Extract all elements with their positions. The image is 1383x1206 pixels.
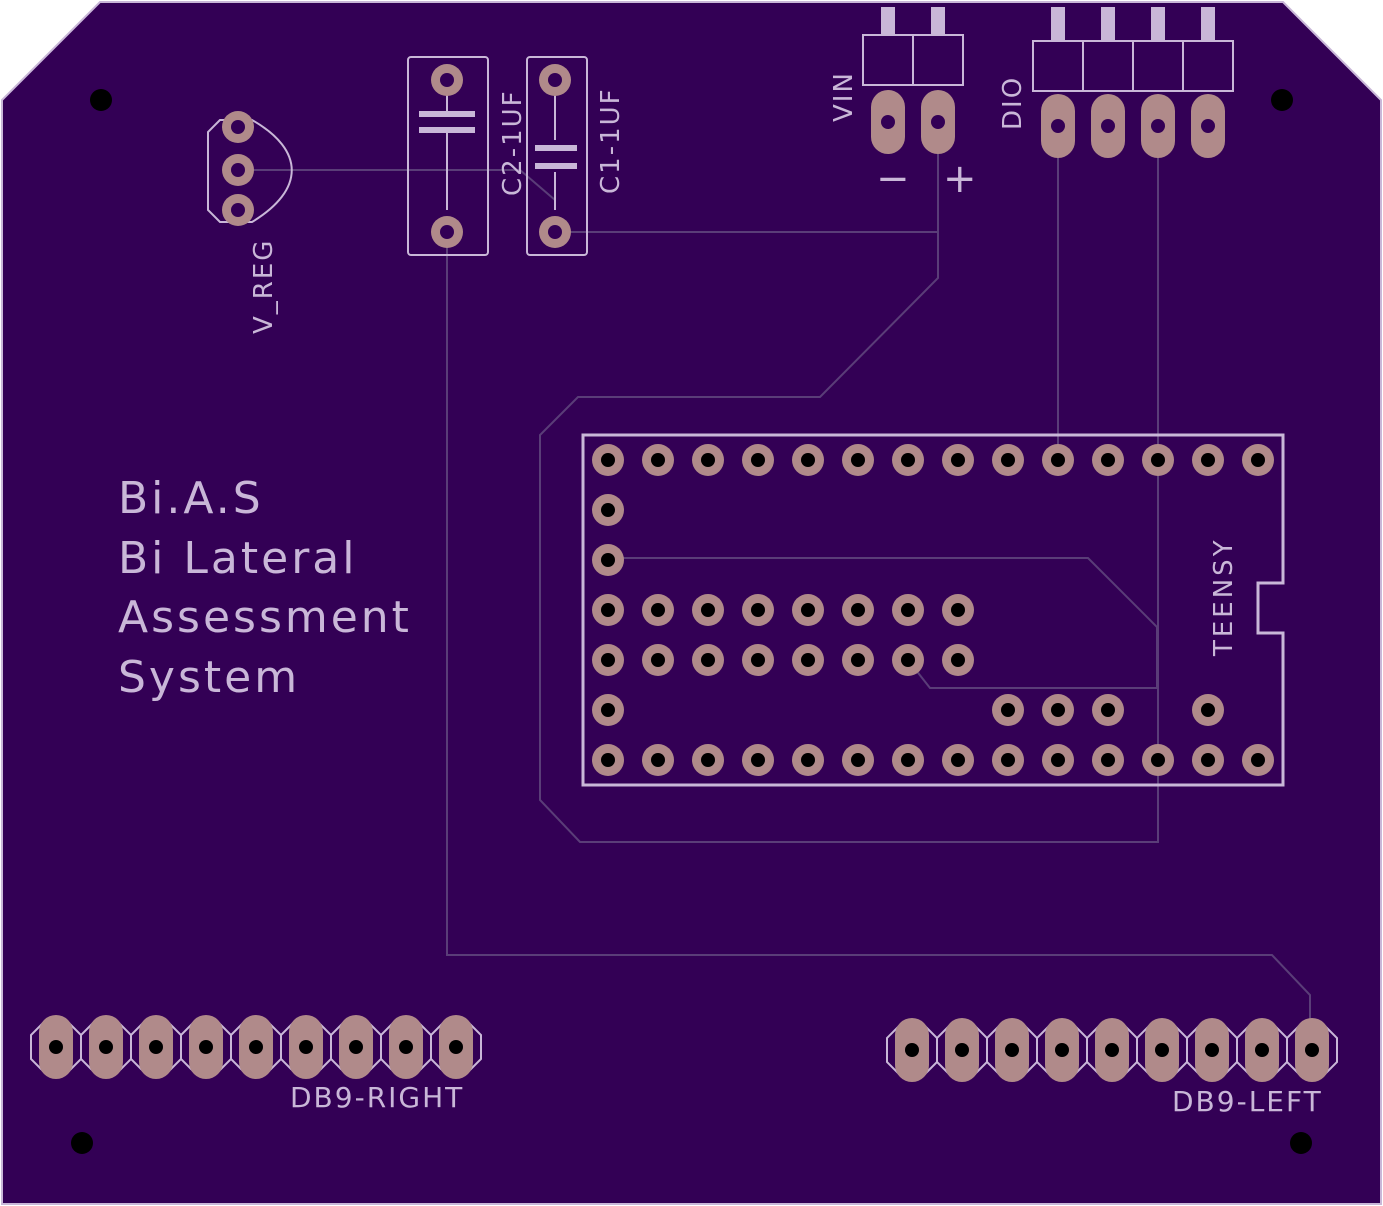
db9-pin (330, 1015, 382, 1079)
db9-pin (130, 1015, 182, 1079)
teensy-pad (1042, 694, 1074, 726)
db9-pin (1186, 1018, 1238, 1082)
title-line-2: Bi Lateral (118, 533, 357, 584)
teensy-footprint (581, 433, 1285, 787)
teensy-pad (842, 644, 874, 676)
db9-pin (1036, 1018, 1088, 1082)
teensy-pad (792, 594, 824, 626)
vin-plus-label: + (943, 156, 977, 202)
title-line-3: Assessment (118, 592, 412, 643)
teensy-pad (842, 594, 874, 626)
teensy-pad (592, 594, 624, 626)
db9-pin (936, 1018, 988, 1082)
teensy-pad (642, 644, 674, 676)
teensy-pad (1042, 744, 1074, 776)
c2-label: C2-1UF (498, 89, 528, 196)
teensy-pad (892, 594, 924, 626)
teensy-pad (692, 594, 724, 626)
board-title: Bi.A.S Bi Lateral Assessment System (118, 473, 412, 703)
teensy-pad (592, 644, 624, 676)
teensy-pad (592, 444, 624, 476)
teensy-pad (692, 444, 724, 476)
db9-left-label: DB9-LEFT (1172, 1085, 1323, 1118)
teensy-pad (592, 694, 624, 726)
teensy-pad (642, 744, 674, 776)
teensy-pad (792, 644, 824, 676)
title-line-4: System (118, 652, 300, 703)
db9-pin (886, 1018, 938, 1082)
db9-right-label: DB9-RIGHT (290, 1081, 464, 1114)
teensy-pad (1092, 744, 1124, 776)
teensy-pad (592, 494, 624, 526)
dio-label: DIO (998, 76, 1028, 130)
teensy-pad (1092, 444, 1124, 476)
db9-pin (1236, 1018, 1288, 1082)
voltage-regulator (207, 111, 293, 226)
teensy-pad (1042, 444, 1074, 476)
teensy-pad (742, 444, 774, 476)
teensy-pad (1192, 744, 1224, 776)
teensy-pad (892, 444, 924, 476)
teensy-pad (792, 744, 824, 776)
db9-pin (1136, 1018, 1188, 1082)
teensy-pad (1192, 444, 1224, 476)
teensy-pad (742, 594, 774, 626)
teensy-pad (842, 744, 874, 776)
db9-pin (230, 1015, 282, 1079)
teensy-label: TEENSY (1209, 537, 1239, 657)
title-line-1: Bi.A.S (118, 473, 264, 524)
teensy-pad (1192, 694, 1224, 726)
capacitor-c1 (526, 56, 588, 256)
db9-pin (280, 1015, 332, 1079)
v-reg-label: V_REG (249, 239, 279, 334)
db9-pin (430, 1015, 482, 1079)
db9-left-connector (886, 1018, 1338, 1082)
teensy-pads (592, 444, 1274, 776)
teensy-pad (942, 744, 974, 776)
teensy-pad (592, 744, 624, 776)
traces (238, 125, 1311, 1050)
teensy-pad (642, 594, 674, 626)
db9-pin (986, 1018, 1038, 1082)
teensy-pad (1242, 444, 1274, 476)
db9-pin (380, 1015, 432, 1079)
db9-pin (1286, 1018, 1338, 1082)
teensy-pad (792, 444, 824, 476)
mounting-holes (71, 89, 1312, 1154)
c1-label: C1-1UF (596, 87, 626, 194)
teensy-pad (992, 694, 1024, 726)
vin-header (862, 7, 964, 154)
teensy-pad (942, 644, 974, 676)
teensy-pad (592, 544, 624, 576)
db9-pin (80, 1015, 132, 1079)
db9-pin (1086, 1018, 1138, 1082)
teensy-pad (992, 744, 1024, 776)
teensy-pad (1242, 744, 1274, 776)
teensy-pad (842, 444, 874, 476)
teensy-pad (1142, 744, 1174, 776)
db9-pin (30, 1015, 82, 1079)
teensy-pad (1092, 694, 1124, 726)
teensy-pad (692, 644, 724, 676)
teensy-pad (992, 444, 1024, 476)
teensy-pad (942, 444, 974, 476)
vin-label: VIN (829, 71, 859, 122)
capacitor-c2 (407, 56, 489, 256)
dio-header (1032, 7, 1234, 158)
db9-pin (180, 1015, 232, 1079)
vin-minus-label: − (876, 156, 910, 202)
teensy-pad (892, 644, 924, 676)
teensy-pad (642, 444, 674, 476)
teensy-pad (1142, 444, 1174, 476)
teensy-pad (942, 594, 974, 626)
teensy-pad (692, 744, 724, 776)
teensy-pad (742, 644, 774, 676)
teensy-pad (742, 744, 774, 776)
db9-right-connector (30, 1015, 482, 1079)
teensy-pad (892, 744, 924, 776)
